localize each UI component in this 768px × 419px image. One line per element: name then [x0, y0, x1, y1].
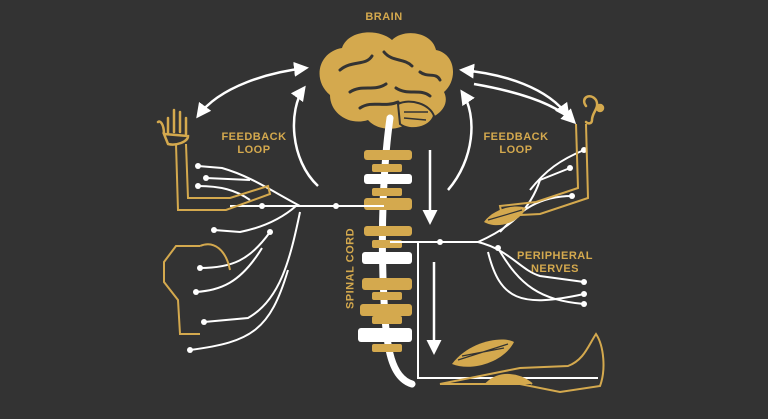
feedback-right-line-1: FEEDBACK — [483, 131, 549, 143]
peripheral-nerves-label: PERIPHERAL NERVES — [510, 250, 600, 276]
brain-icon — [319, 32, 454, 130]
leg-icon — [439, 332, 605, 394]
torso-icon — [163, 243, 231, 335]
feedback-arrows — [196, 61, 577, 355]
feedback-right-line-2: LOOP — [499, 144, 533, 156]
right-nerves — [390, 149, 598, 379]
peripheral-line-2: NERVES — [530, 263, 580, 275]
ear-icon — [582, 95, 605, 125]
feedback-loop-label-left: FEEDBACK LOOP — [212, 131, 296, 157]
feedback-loop-label-right: FEEDBACK LOOP — [474, 131, 558, 157]
muscle-icon — [452, 206, 526, 367]
brain-label: BRAIN — [365, 11, 403, 23]
right-nerve-dots — [437, 147, 587, 307]
left-nerves — [189, 165, 384, 351]
hand-icon — [156, 108, 190, 146]
peripheral-line-1: PERIPHERAL — [517, 250, 593, 262]
left-nerve-dots — [187, 163, 339, 353]
arm-icon — [175, 143, 272, 211]
vertebrae — [358, 150, 412, 352]
feedback-left-line-1: FEEDBACK — [221, 131, 287, 143]
feedback-left-line-2: LOOP — [237, 144, 271, 156]
spinal-cord-label: SPINAL CORD — [344, 227, 357, 310]
